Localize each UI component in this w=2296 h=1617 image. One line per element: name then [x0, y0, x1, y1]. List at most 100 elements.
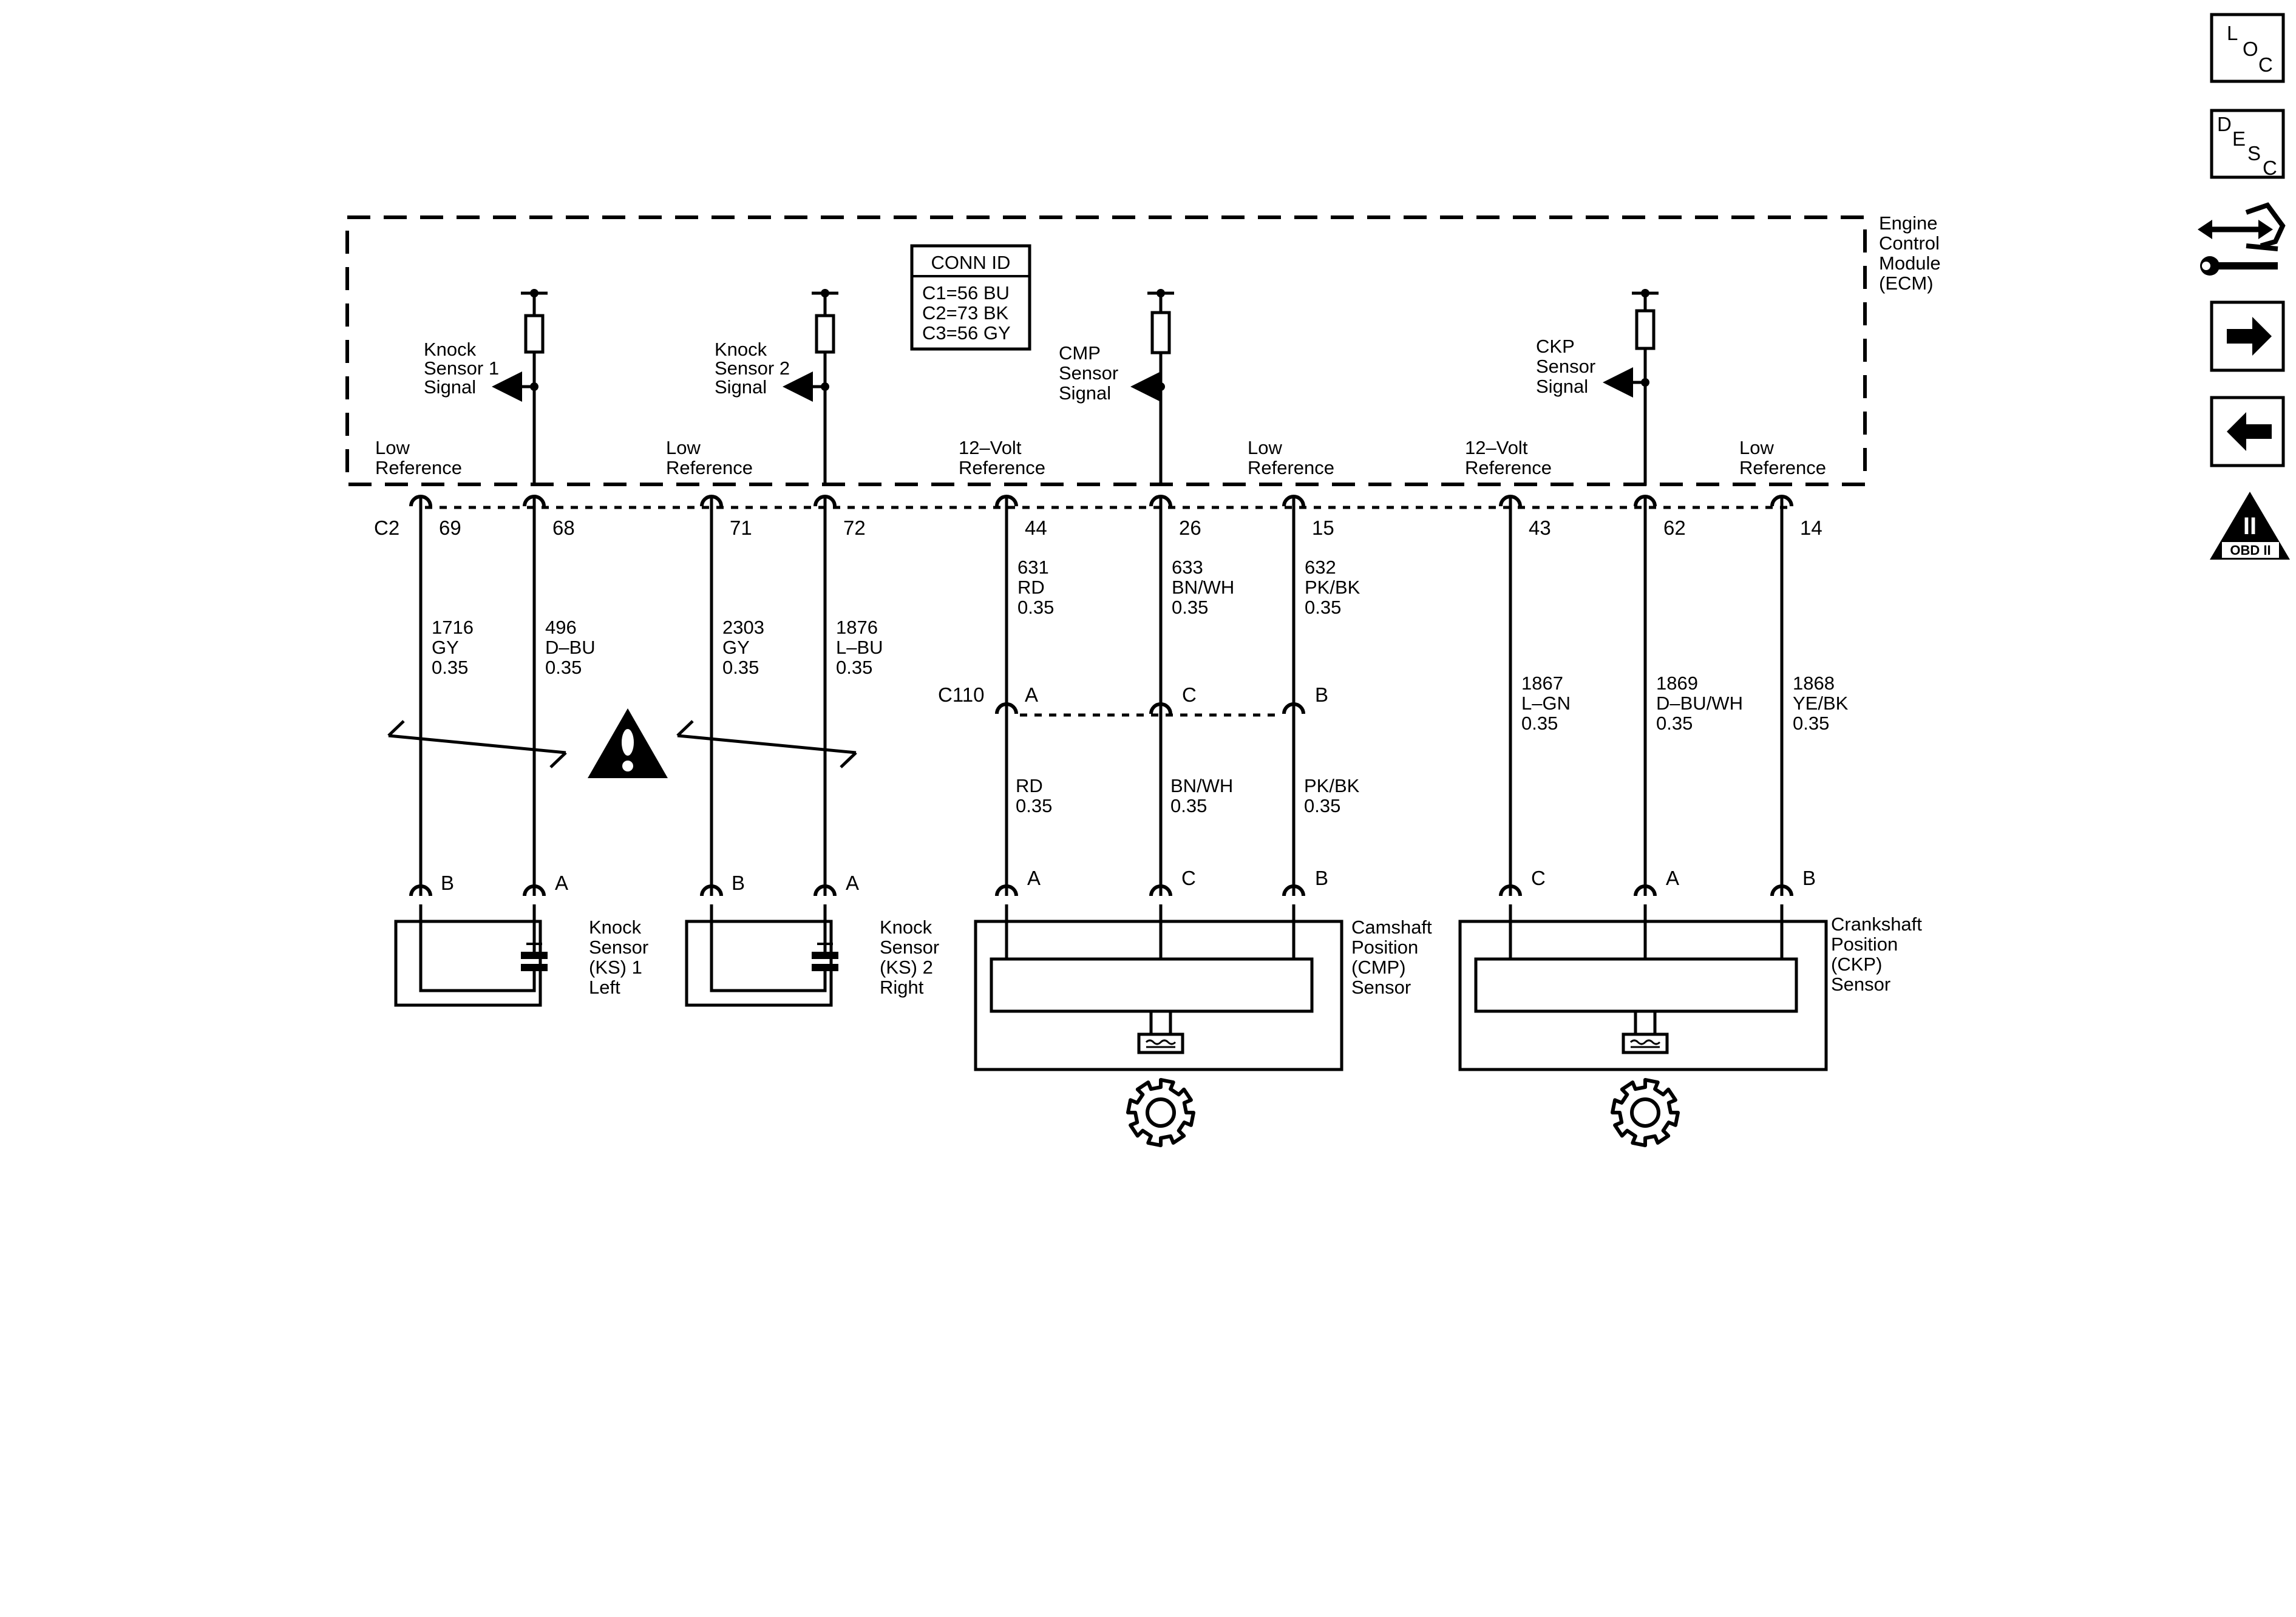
desc-button[interactable]: D E S C — [2210, 109, 2285, 179]
connector-icon — [995, 884, 1018, 897]
svg-text:CMP: CMP — [1059, 342, 1101, 364]
twisted-pair-mark-ks1 — [388, 734, 566, 754]
connector-icon — [1149, 495, 1172, 507]
svg-text:O: O — [2243, 38, 2258, 60]
svg-text:Low: Low — [1739, 437, 1774, 458]
gear-icon — [1126, 1078, 1195, 1147]
wire-label: GY — [722, 637, 750, 658]
wire-label: L–GN — [1521, 693, 1571, 714]
wire-label: 1869 — [1656, 673, 1698, 694]
svg-text:Signal: Signal — [715, 376, 767, 398]
svg-text:Sensor 1: Sensor 1 — [424, 358, 499, 379]
svg-text:12–Volt: 12–Volt — [959, 437, 1022, 458]
svg-text:Left: Left — [589, 977, 620, 998]
knock-sensor-2: Knock Sensor (KS) 2 Right B A — [685, 872, 939, 1007]
forward-arrow-icon[interactable] — [2210, 300, 2285, 372]
ks2-signal-circuit: Knock Sensor 2 Signal — [715, 289, 838, 486]
wire-label: 1867 — [1521, 673, 1563, 694]
warning-icon[interactable] — [588, 708, 668, 778]
svg-text:RD: RD — [1016, 775, 1043, 796]
svg-text:A: A — [846, 872, 859, 894]
ecm-pin-number: 68 — [552, 517, 575, 539]
service-tools-icon[interactable] — [2198, 202, 2286, 276]
svg-text:B: B — [1315, 867, 1328, 889]
svg-text:Engine: Engine — [1879, 212, 1938, 234]
conn-id-line: C3=56 GY — [922, 322, 1011, 344]
svg-text:L: L — [2227, 22, 2238, 44]
svg-text:12–Volt: 12–Volt — [1465, 437, 1528, 458]
ecm-pin-number: 62 — [1663, 517, 1686, 539]
svg-text:Reference: Reference — [1739, 457, 1826, 478]
sensor-element-icon — [1622, 1009, 1669, 1054]
ecm-pin-number: 43 — [1529, 517, 1551, 539]
connector-icon — [995, 495, 1018, 507]
svg-text:Signal: Signal — [424, 376, 476, 398]
connector-icon — [995, 702, 1018, 714]
svg-text:C: C — [1182, 683, 1197, 706]
gear-icon — [1611, 1078, 1680, 1147]
resistor-icon — [1150, 311, 1171, 354]
svg-text:Reference: Reference — [375, 457, 462, 478]
sensor-element-icon — [1137, 1009, 1184, 1054]
ks1-signal-circuit: Knock Sensor 1 Signal — [424, 289, 548, 486]
wire-label: 0.35 — [1305, 597, 1341, 618]
connector-icon — [1499, 495, 1522, 507]
connector-icon — [700, 495, 723, 507]
loc-button[interactable]: L O C — [2210, 13, 2285, 83]
obd-ii-icon[interactable]: II OBD II — [2210, 492, 2290, 560]
wire-label: 631 — [1017, 557, 1049, 578]
wire-label: 0.35 — [432, 657, 468, 678]
svg-text:(CKP): (CKP) — [1831, 954, 1882, 975]
conn-id-table: CONN ID C1=56 BU C2=73 BK C3=56 GY — [910, 244, 1031, 351]
c2-connector-id: C2 — [374, 517, 399, 539]
svg-text:Low: Low — [666, 437, 701, 458]
back-arrow-icon[interactable] — [2210, 396, 2285, 467]
svg-text:C: C — [1181, 867, 1196, 889]
connector-icon — [813, 495, 837, 507]
svg-text:Sensor: Sensor — [1831, 974, 1890, 995]
resistor-icon — [1635, 309, 1656, 350]
connector-icon — [1770, 495, 1793, 507]
connector-icon — [1770, 884, 1793, 897]
ckp-signal-circuit: CKP Sensor Signal — [1536, 289, 1659, 486]
twisted-pair-mark-ks2 — [677, 734, 857, 754]
wire-label: 0.35 — [836, 657, 872, 678]
wire-label: 0.35 — [1521, 713, 1558, 734]
wire-label: 633 — [1172, 557, 1203, 578]
connector-icon — [1149, 702, 1172, 714]
svg-text:0.35: 0.35 — [1304, 795, 1340, 816]
c110-id: C110 — [938, 683, 984, 706]
ckp-sensor: Crankshaft Position (CKP) Sensor C A B — [1458, 867, 1922, 1071]
wire-label: 1868 — [1793, 673, 1835, 694]
wire-label: D–BU/WH — [1656, 693, 1743, 714]
svg-text:(CMP): (CMP) — [1351, 957, 1406, 978]
svg-text:S: S — [2247, 142, 2261, 164]
sensor-connector-pins — [409, 884, 1793, 897]
svg-text:Camshaft: Camshaft — [1351, 917, 1432, 938]
svg-text:B: B — [1802, 867, 1816, 889]
svg-text:B: B — [1315, 683, 1328, 706]
wire-label: 0.35 — [1656, 713, 1693, 734]
ecm-name-label: Engine Control Module (ECM) — [1879, 212, 1941, 294]
wire-label: 2303 — [722, 617, 764, 638]
svg-text:A: A — [555, 872, 568, 894]
svg-text:C: C — [2258, 53, 2273, 76]
wire-label: 1876 — [836, 617, 878, 638]
wire-label: 0.35 — [1793, 713, 1829, 734]
crystal-element-icon — [812, 952, 838, 959]
connector-icon — [523, 495, 546, 507]
wire-label: BN/WH — [1172, 577, 1234, 598]
svg-text:E: E — [2232, 127, 2246, 150]
wire-label: 1716 — [432, 617, 474, 638]
svg-text:Reference: Reference — [666, 457, 753, 478]
connector-icon — [813, 884, 837, 897]
svg-text:Reference: Reference — [1248, 457, 1334, 478]
svg-text:Position: Position — [1351, 937, 1418, 958]
ecm-pin-number: 71 — [730, 517, 752, 539]
wire-label: PK/BK — [1305, 577, 1360, 598]
svg-text:Position: Position — [1831, 934, 1898, 955]
upper-wires: 1716GY0.35496D–BU0.352303GY0.351876L–BU0… — [419, 506, 1849, 887]
connector-icon — [409, 884, 432, 897]
connector-icon — [409, 495, 432, 507]
